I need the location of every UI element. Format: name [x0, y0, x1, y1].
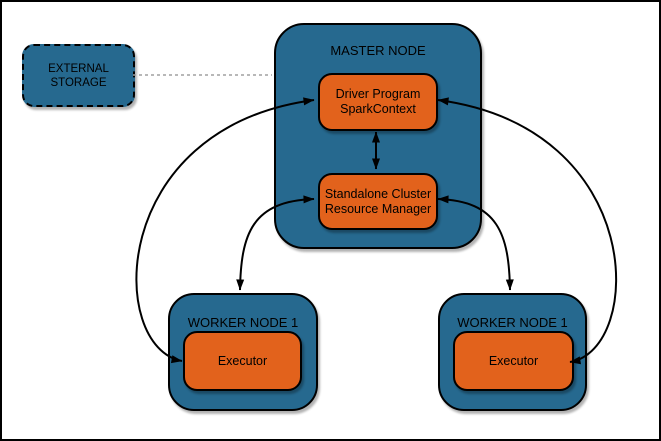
driver-program-label-line2: SparkContext: [340, 102, 416, 116]
driver-program-label-line1: Driver Program: [335, 87, 421, 101]
external-storage-label-line1: EXTERNAL: [48, 62, 109, 75]
executor-left-label: Executor: [217, 353, 268, 368]
master-node-title: MASTER NODE: [330, 43, 426, 58]
executor-right-label: Executor: [488, 353, 539, 368]
resource-manager-box: Standalone Cluster Resource Manager: [318, 173, 438, 230]
resource-manager-label-line1: Standalone Cluster: [324, 186, 432, 201]
executor-left-box: Executor: [183, 331, 302, 391]
driver-program-box: Driver Program SparkContext: [318, 73, 438, 131]
worker-node-right-title: WORKER NODE 1: [457, 315, 568, 330]
resource-manager-label-line2: Resource Manager: [324, 201, 432, 216]
external-storage-node: EXTERNAL STORAGE: [22, 44, 135, 107]
worker-node-left-title: WORKER NODE 1: [187, 315, 299, 330]
executor-right-box: Executor: [453, 331, 574, 391]
external-storage-label-line2: STORAGE: [50, 76, 107, 89]
